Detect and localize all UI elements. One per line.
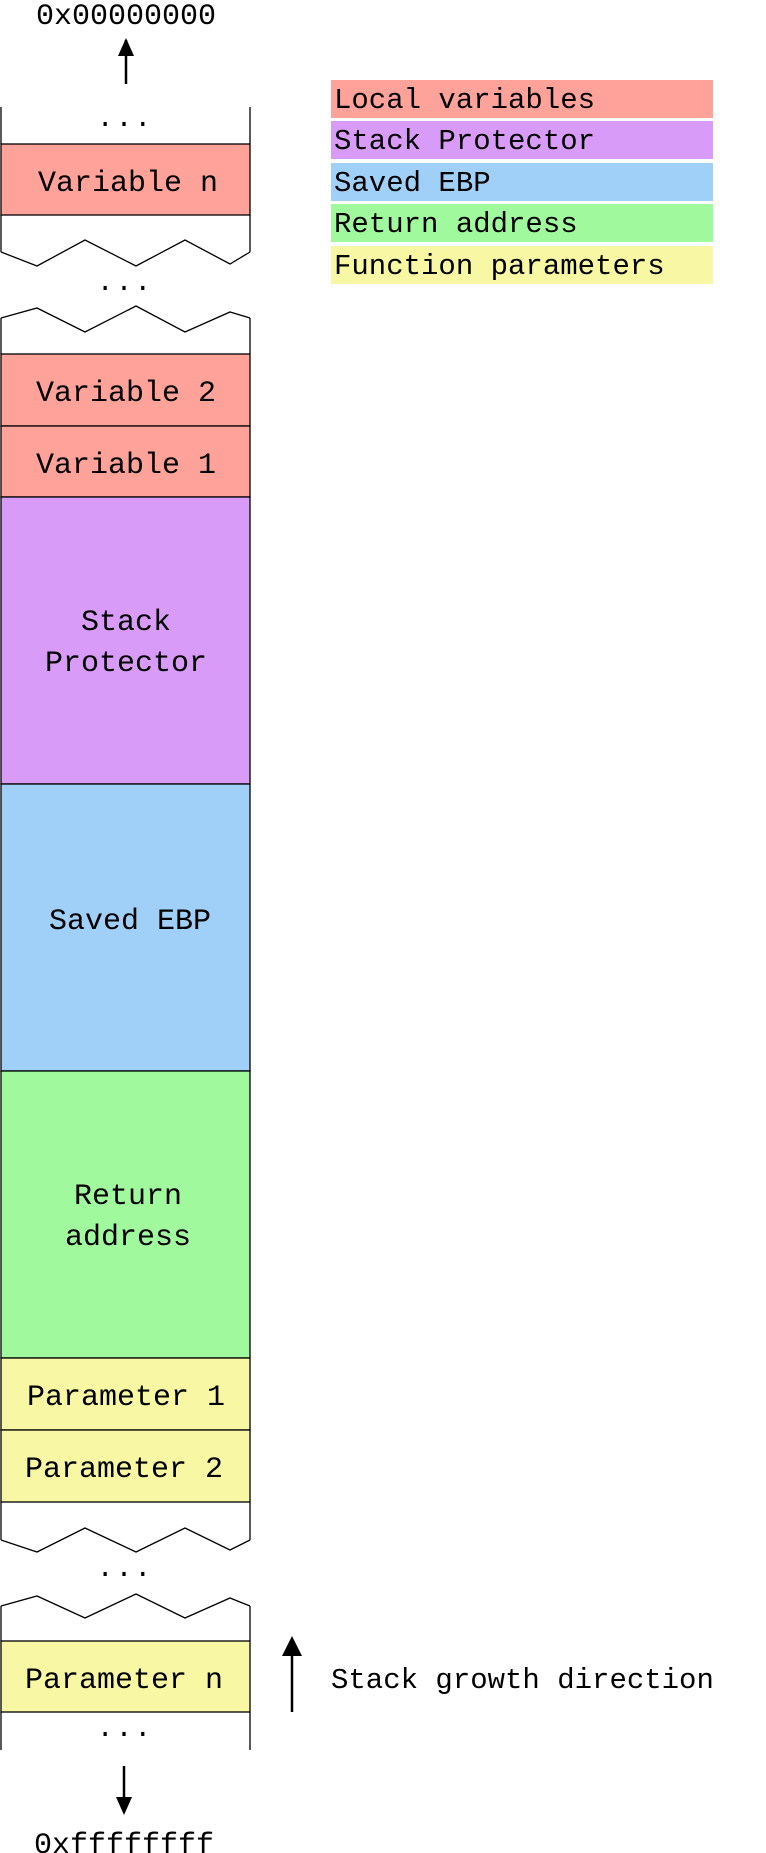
parameter-2-block <box>0 1429 251 1503</box>
legend-label-saved-ebp: Saved EBP <box>334 167 491 200</box>
parameter-n-block <box>0 1640 251 1713</box>
stack-protector-block <box>0 496 251 785</box>
legend-swatch-local-variables <box>331 80 713 118</box>
parameter-1-block <box>0 1357 251 1431</box>
break-1-bottom-zigzag <box>0 305 251 333</box>
growth-direction-label: Stack growth direction <box>331 1664 714 1697</box>
growth-direction-arrowhead <box>282 1636 302 1656</box>
break-2-ellipsis: ... <box>97 1554 153 1585</box>
variable-n-label: Variable n <box>38 167 218 201</box>
legend-swatch-function-parameters <box>331 246 713 284</box>
stack-protector-label-line-2: Protector <box>45 647 207 681</box>
return-address-label-line-2: address <box>65 1221 191 1255</box>
parameter-1-label: Parameter 1 <box>27 1381 225 1415</box>
legend-label-stack-protector: Stack Protector <box>334 125 595 158</box>
bottom-address-arrowhead <box>116 1797 132 1815</box>
legend-swatch-return-address <box>331 204 713 242</box>
legend-label-function-parameters: Function parameters <box>334 250 665 283</box>
break-1-ellipsis: ... <box>97 268 153 299</box>
top-address-label: 0x00000000 <box>36 0 216 34</box>
break-2-bottom-zigzag <box>0 1593 251 1619</box>
return-address-block <box>0 1070 251 1359</box>
legend-label-return-address: Return address <box>334 208 578 241</box>
legend-swatch-saved-ebp <box>331 163 713 201</box>
variable-n-block <box>0 143 251 216</box>
variable-2-block <box>0 353 251 427</box>
return-address-label-line-1: Return <box>74 1180 182 1214</box>
stack-bottom-ellipsis: ... <box>97 1714 153 1745</box>
parameter-n-label: Parameter n <box>25 1664 223 1698</box>
variable-1-label: Variable 1 <box>36 449 216 483</box>
stack-top-ellipsis: ... <box>97 104 153 135</box>
variable-1-block <box>0 425 251 498</box>
legend-label-local-variables: Local variables <box>334 84 595 117</box>
bottom-address-label: 0xffffffff <box>34 1829 214 1853</box>
variable-2-label: Variable 2 <box>36 377 216 411</box>
parameter-2-label: Parameter 2 <box>25 1453 223 1487</box>
legend-swatch-stack-protector <box>331 121 713 159</box>
stack-protector-label-line-1: Stack <box>81 606 171 640</box>
legend: Local variables Stack Protector Saved EB… <box>331 80 713 284</box>
top-address-arrowhead <box>118 38 134 56</box>
break-2-top-zigzag <box>0 1527 251 1553</box>
break-1-top-zigzag <box>0 239 251 267</box>
saved-ebp-block <box>0 783 251 1072</box>
saved-ebp-label: Saved EBP <box>49 905 211 939</box>
